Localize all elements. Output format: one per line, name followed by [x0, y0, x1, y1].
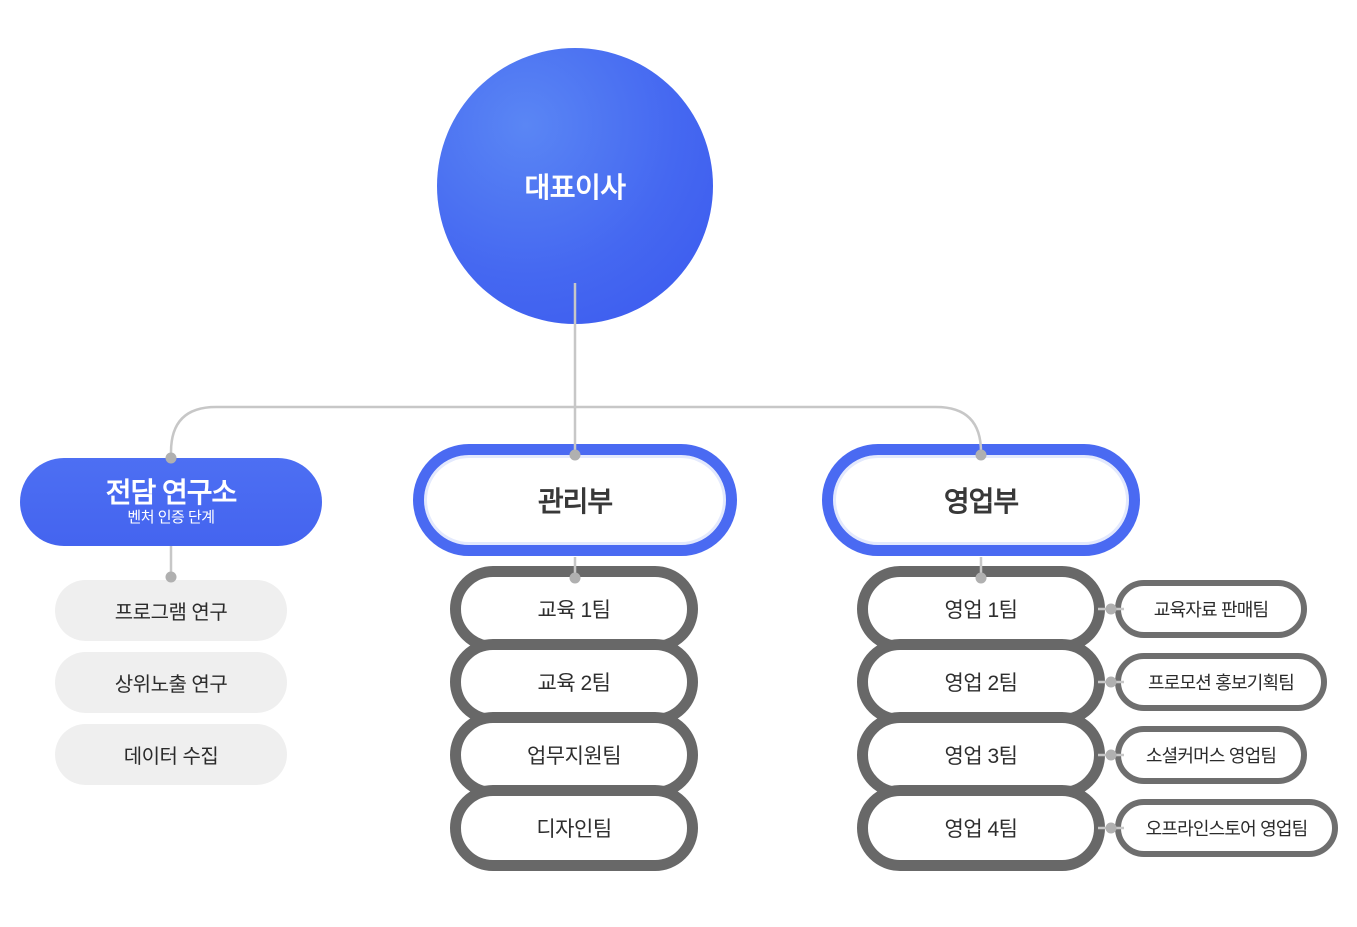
node-research-institute: 전담 연구소 벤처 인증 단계: [20, 458, 322, 546]
subteam-label: 오프라인스토어 영업팀: [1145, 819, 1309, 839]
node-ceo: 대표이사: [437, 48, 713, 324]
sales-title: 영업부: [943, 486, 1019, 517]
subteam-label: 프로모션 홍보기획팀: [1147, 673, 1295, 693]
team-label: 업무지원팀: [526, 745, 622, 768]
team-label: 교육 1팀: [537, 599, 611, 622]
node-sales-subteam-4: 오프라인스토어 영업팀: [1115, 799, 1338, 857]
node-sales-team-4: 영업 4팀: [857, 785, 1105, 871]
node-management-dept: 관리부: [413, 444, 737, 556]
team-label: 영업 3팀: [944, 745, 1018, 768]
team-label: 영업 1팀: [944, 599, 1018, 622]
node-sales-subteam-2: 프로모션 홍보기획팀: [1115, 653, 1327, 711]
team-label: 디자인팀: [536, 818, 612, 841]
team-label: 영업 2팀: [944, 672, 1018, 695]
node-research-item-3: 데이터 수집: [55, 724, 287, 785]
node-research-item-2: 상위노출 연구: [55, 652, 287, 713]
research-item-label: 상위노출 연구: [114, 674, 228, 696]
subteam-label: 교육자료 판매팀: [1153, 600, 1269, 620]
node-sales-subteam-3: 소셜커머스 영업팀: [1115, 726, 1307, 784]
node-sales-dept: 영업부: [822, 444, 1140, 556]
node-management-team-4: 디자인팀: [450, 785, 698, 871]
research-title: 전담 연구소: [105, 477, 238, 508]
subteam-label: 소셜커머스 영업팀: [1145, 746, 1277, 766]
ceo-label: 대표이사: [524, 172, 626, 203]
team-label: 교육 2팀: [537, 672, 611, 695]
node-research-item-1: 프로그램 연구: [55, 580, 287, 641]
research-subtitle: 벤처 인증 단계: [127, 509, 215, 526]
node-sales-subteam-1: 교육자료 판매팀: [1115, 580, 1307, 638]
research-item-label: 데이터 수집: [123, 746, 219, 768]
research-item-label: 프로그램 연구: [114, 602, 228, 624]
management-title: 관리부: [537, 486, 613, 517]
team-label: 영업 4팀: [944, 818, 1018, 841]
